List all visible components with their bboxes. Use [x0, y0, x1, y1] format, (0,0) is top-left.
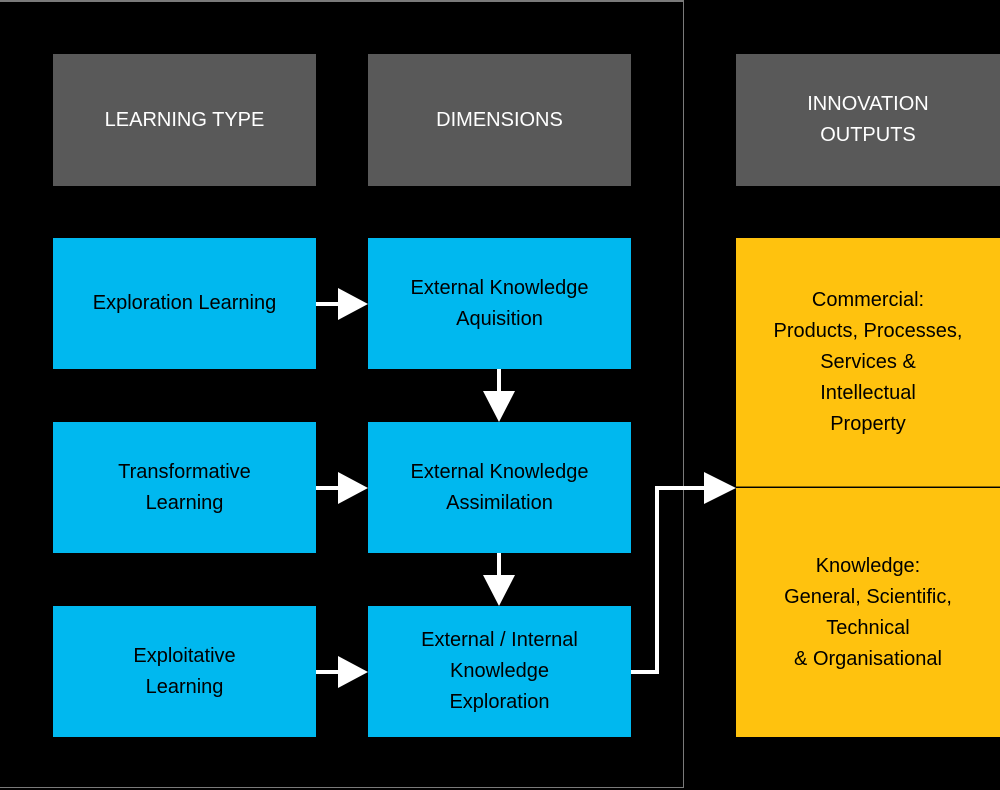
learning-type-label: Exploitative Learning	[133, 644, 236, 698]
header-innovation-outputs-label: INNOVATION OUTPUTS	[807, 93, 929, 146]
arrow-right-icon	[316, 288, 368, 320]
output-label: Commercial: Products, Processes, Service…	[773, 288, 963, 435]
output-label: Knowledge: General, Scientific, Technica…	[784, 554, 952, 670]
header-dimensions-label: DIMENSIONS	[436, 108, 563, 131]
header-learning-type: LEARNING TYPE	[53, 54, 316, 186]
learning-type-box: Exploitative Learning	[53, 606, 316, 737]
learning-type-label: Transformative Learning	[118, 460, 251, 514]
arrow-elbow-icon	[631, 472, 736, 674]
header-innovation-outputs: INNOVATION OUTPUTS	[736, 54, 1000, 186]
header-dimensions: DIMENSIONS	[368, 54, 631, 186]
dimension-label: External Knowledge Assimilation	[410, 460, 589, 514]
arrow-down-icon	[483, 369, 515, 422]
learning-type-label: Exploration Learning	[92, 292, 277, 314]
dimension-box: External Knowledge Assimilation	[368, 422, 631, 553]
learning-type-box: Exploration Learning	[53, 238, 316, 369]
output-box-commercial: Commercial: Products, Processes, Service…	[736, 238, 1000, 487]
frame-top-border	[0, 0, 684, 2]
dimension-label: External / Internal Knowledge Exploratio…	[421, 629, 578, 713]
output-box-knowledge: Knowledge: General, Scientific, Technica…	[736, 488, 1000, 737]
dimension-label: External Knowledge Aquisition	[410, 276, 589, 330]
left-frame-border	[0, 0, 684, 788]
learning-type-box: Transformative Learning	[53, 422, 316, 553]
dimension-box: External / Internal Knowledge Exploratio…	[368, 606, 631, 737]
arrow-down-icon	[483, 553, 515, 606]
dimension-box: External Knowledge Aquisition	[368, 238, 631, 369]
header-learning-type-label: LEARNING TYPE	[104, 108, 265, 131]
arrow-right-icon	[316, 656, 368, 688]
arrow-right-icon	[316, 472, 368, 504]
